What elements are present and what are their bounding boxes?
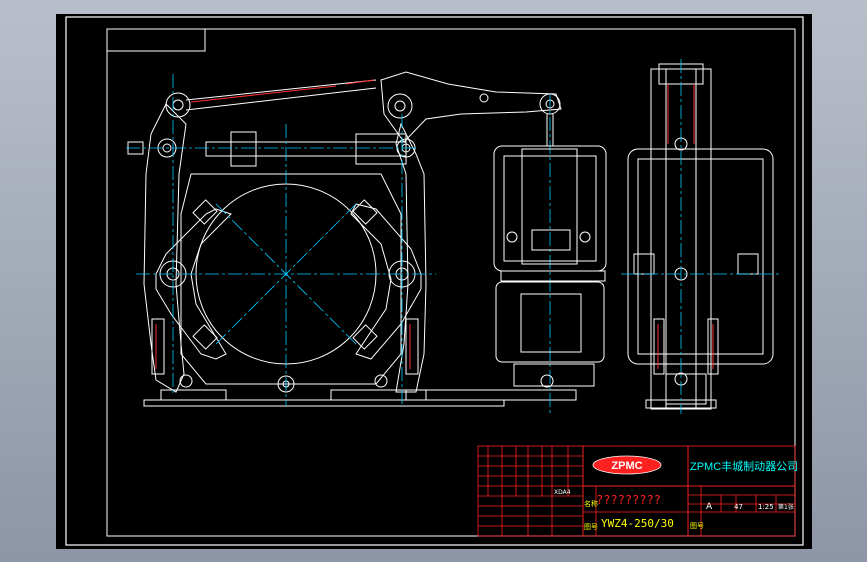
outer-border [65, 16, 804, 546]
weight: 47 [734, 503, 743, 511]
sheet: 第1张 [778, 503, 794, 511]
corner-stamp-box [106, 28, 206, 52]
drawing-name: ????????? [596, 493, 661, 507]
logo-text: ZPMC [611, 460, 642, 472]
thruster-front [493, 114, 607, 388]
revision-table [477, 445, 796, 537]
cad-drawing-canvas[interactable]: ZPMC ZPMC丰城制动器公司 ????????? YWZ4-250/30 名… [56, 14, 812, 549]
name-label: 名称 [584, 499, 598, 508]
small-value: XDA4 [554, 489, 571, 496]
front-view-centerlines [126, 74, 551, 414]
scale: 1:25 [758, 503, 774, 511]
model-number: YWZ4-250/30 [601, 517, 674, 530]
inner-border [106, 28, 796, 537]
part-no: A [706, 502, 713, 512]
front-view-red-lines [155, 79, 411, 369]
company-name: ZPMC丰城制动器公司 [690, 460, 798, 473]
side-view-centerlines [621, 59, 781, 414]
side-view [627, 63, 774, 410]
side-view-red-lines [657, 84, 714, 369]
code-label: 图号 [584, 523, 598, 531]
front-view [127, 71, 577, 407]
brake-assembly-drawing: ZPMC ZPMC丰城制动器公司 ????????? YWZ4-250/30 名… [65, 16, 804, 546]
zpmc-logo: ZPMC [592, 455, 662, 475]
code-label-right: 图号 [690, 522, 704, 530]
